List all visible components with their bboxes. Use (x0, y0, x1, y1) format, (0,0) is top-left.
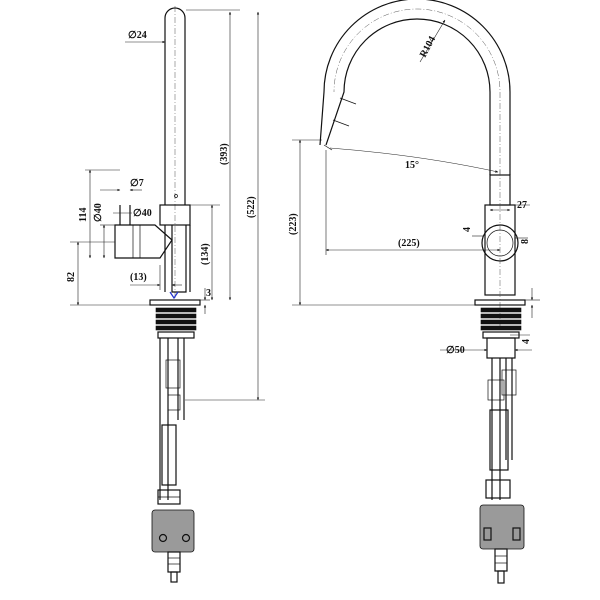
dim-height-223: (223) (288, 213, 299, 235)
base-plate (149, 299, 201, 339)
side-handle (114, 205, 173, 259)
dim-width-27: 27 (517, 200, 527, 211)
dim-height-522: (522) (246, 196, 257, 218)
gooseneck-spout (319, 0, 511, 175)
dim-diameter-24: ∅24 (128, 30, 147, 41)
dim-diameter-40-a: ∅40 (93, 203, 104, 222)
dim-width-13: (13) (130, 272, 147, 283)
dim-radius-104: R104 (418, 35, 438, 60)
side-dimensions: ∅24 (393) (522) (134) ∅7 ∅40 114 (66, 9, 265, 401)
dim-diameter-7: ∅7 (130, 178, 144, 189)
dim-width-225: (225) (398, 238, 420, 249)
side-view: ∅24 (393) (522) (134) ∅7 ∅40 114 (66, 6, 265, 583)
dim-angle-15: 15° (405, 160, 419, 171)
faucet-body (159, 204, 191, 293)
spout-tube (164, 6, 186, 300)
front-shank-hoses (485, 337, 517, 500)
shank-hoses (157, 338, 185, 505)
dim-height-82: 82 (66, 272, 77, 282)
front-bottom-connector (479, 504, 525, 584)
dim-thickness-4-b: 4 (521, 339, 532, 344)
dim-diameter-40-b: ∅40 (133, 208, 152, 219)
dim-thickness-4-a: 4 (462, 227, 473, 232)
front-view: R104 15° (223) (225) 27 4 8 (288, 0, 540, 584)
dim-diameter-50: ∅50 (446, 345, 465, 356)
dim-thickness-3: 3 (206, 288, 211, 299)
dim-thickness-8: 8 (520, 239, 531, 244)
front-dimensions: R104 15° (223) (225) 27 4 8 (288, 19, 540, 356)
cartridge-mark (169, 291, 179, 300)
front-base (474, 299, 526, 339)
dim-height-114: 114 (78, 208, 89, 222)
dim-height-134: (134) (200, 243, 211, 265)
dim-height-393: (393) (219, 143, 230, 165)
bottom-connector (151, 509, 195, 583)
